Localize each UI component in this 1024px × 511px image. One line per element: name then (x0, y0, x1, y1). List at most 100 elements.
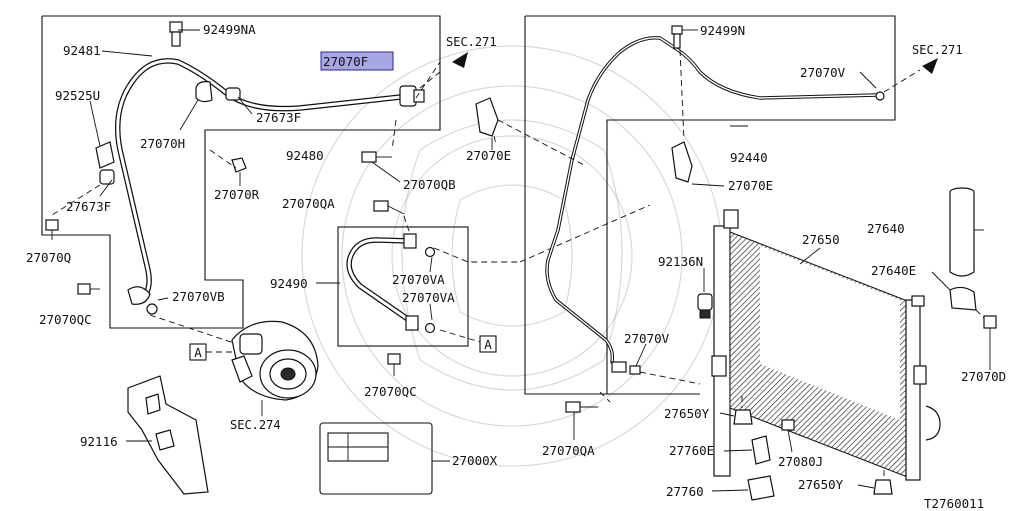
label-27650[interactable]: 27650 (802, 232, 840, 247)
callout-a-right: A (479, 335, 497, 353)
fitting-92490-top (403, 233, 417, 249)
clip-27673F-top (225, 87, 241, 101)
valve-cap-92499NA (169, 21, 183, 33)
label-27070V-top[interactable]: 27070V (800, 65, 846, 80)
condenser-right-tank (905, 299, 921, 481)
label-27673F-top[interactable]: 27673F (256, 110, 301, 125)
label-plate-27000X (319, 422, 450, 495)
group-92490-outline (337, 226, 469, 347)
label-sec-274[interactable]: SEC.274 (230, 418, 281, 432)
sec-271-arrow-left (452, 52, 468, 68)
condenser-mount-top (723, 209, 739, 229)
condenser-bracket-right (913, 365, 927, 385)
bolt-27070Q (45, 219, 59, 231)
o-ring-27070V-lower (629, 365, 641, 375)
label-27640E[interactable]: 27640E (871, 263, 916, 278)
label-27650Y-upper[interactable]: 27650Y (664, 406, 710, 421)
label-27070E-left[interactable]: 27070E (466, 148, 511, 163)
bracket-92116 (126, 375, 209, 495)
elbow-27070H (195, 81, 213, 103)
compressor (231, 320, 319, 416)
bolt-27070QA-lower (565, 401, 598, 440)
label-27070F[interactable]: 27070F (323, 54, 368, 69)
label-27000X[interactable]: 27000X (452, 453, 498, 468)
mount-27650Y-upper (719, 396, 753, 425)
highlight-27070F (320, 51, 394, 71)
left-leaders (89, 29, 401, 301)
label-27070QB[interactable]: 27070QB (403, 177, 456, 192)
label-27070Q[interactable]: 27070Q (26, 250, 71, 265)
label-sec-271-left[interactable]: SEC.271 (446, 35, 497, 49)
right-pipe-group (475, 15, 921, 403)
label-27760E[interactable]: 27760E (669, 443, 714, 458)
condenser-27650 (711, 209, 941, 481)
label-27070QC-left[interactable]: 27070QC (39, 312, 92, 327)
label-27070VA-top[interactable]: 27070VA (392, 272, 445, 287)
valve-core-92499N (673, 33, 681, 49)
right-group-outline (524, 15, 896, 395)
label-92440[interactable]: 92440 (730, 150, 768, 165)
callout-a-left: A (189, 343, 232, 361)
label-27070QA-middle[interactable]: 27070QA (282, 196, 335, 211)
bracket-27640E (931, 271, 977, 311)
bolt-27070QC-middle (387, 353, 401, 365)
label-27080J[interactable]: 27080J (778, 454, 823, 469)
clip-27070E-right (671, 141, 693, 183)
valve-core-92499NA (171, 31, 181, 47)
bolt-27070QC-left (77, 283, 91, 295)
fitting-27070VB (127, 286, 151, 305)
label-27070V-lower[interactable]: 27070V (624, 331, 670, 346)
bolt-27070QA-middle (373, 200, 389, 212)
label-92481[interactable]: 92481 (63, 43, 101, 58)
label-27650Y-lower[interactable]: 27650Y (798, 477, 844, 492)
o-ring-27070VA-top (424, 246, 436, 258)
receiver-drier-27640 (949, 187, 984, 277)
o-ring-27070VA-bottom (424, 322, 436, 334)
fitting-pipe-lower (611, 361, 627, 373)
fitting-92490-bottom (405, 315, 419, 331)
diagram-id: T2760011 (924, 496, 984, 511)
middle-hose-group (337, 200, 651, 376)
label-27760[interactable]: 27760 (666, 484, 704, 499)
hose-fitting-nut (413, 89, 425, 103)
condenser-mount-right (911, 295, 925, 307)
label-27673F-lower[interactable]: 27673F (66, 199, 111, 214)
label-92499N[interactable]: 92499N (700, 23, 745, 38)
o-ring-27070VB (146, 303, 158, 315)
watermark-emblem (301, 45, 723, 467)
mount-27650Y-lower (857, 470, 893, 495)
right-leaders (491, 29, 877, 367)
bracket-27760E (723, 435, 771, 465)
condenser-left-tank (713, 225, 731, 477)
left-hose-group (41, 15, 441, 346)
label-27640[interactable]: 27640 (867, 221, 905, 236)
label-27070R[interactable]: 27070R (214, 187, 260, 202)
label-92480[interactable]: 92480 (286, 148, 324, 163)
left-group-outline (41, 15, 441, 329)
label-27070QC-middle[interactable]: 27070QC (364, 384, 417, 399)
valve-cap-92499N (671, 25, 683, 35)
pressure-sensor-92136N (697, 268, 713, 319)
label-27070QA-lower[interactable]: 27070QA (542, 443, 595, 458)
label-27070E-right[interactable]: 27070E (728, 178, 773, 193)
label-sec-271-right[interactable]: SEC.271 (912, 43, 963, 57)
bolt-27080J (781, 419, 795, 453)
bracket-92525U (95, 141, 115, 169)
label-27070H[interactable]: 27070H (140, 136, 185, 151)
clip-27070E-left (475, 97, 499, 137)
label-27070VB[interactable]: 27070VB (172, 289, 225, 304)
label-27070D[interactable]: 27070D (961, 369, 1006, 384)
bracket-27760 (711, 475, 775, 501)
label-92136N[interactable]: 92136N (658, 254, 703, 269)
label-92525U[interactable]: 92525U (55, 88, 100, 103)
o-ring-27070V-top (875, 91, 885, 101)
middle-leaders (316, 256, 433, 321)
label-92499NA[interactable]: 92499NA (203, 22, 256, 37)
grommet-27070R (231, 157, 247, 173)
bolt-27070D (975, 309, 997, 370)
label-92116[interactable]: 92116 (80, 434, 118, 449)
label-92490[interactable]: 92490 (270, 276, 308, 291)
label-27070VA-bottom[interactable]: 27070VA (402, 290, 455, 305)
bolt-27070QB (361, 151, 377, 163)
